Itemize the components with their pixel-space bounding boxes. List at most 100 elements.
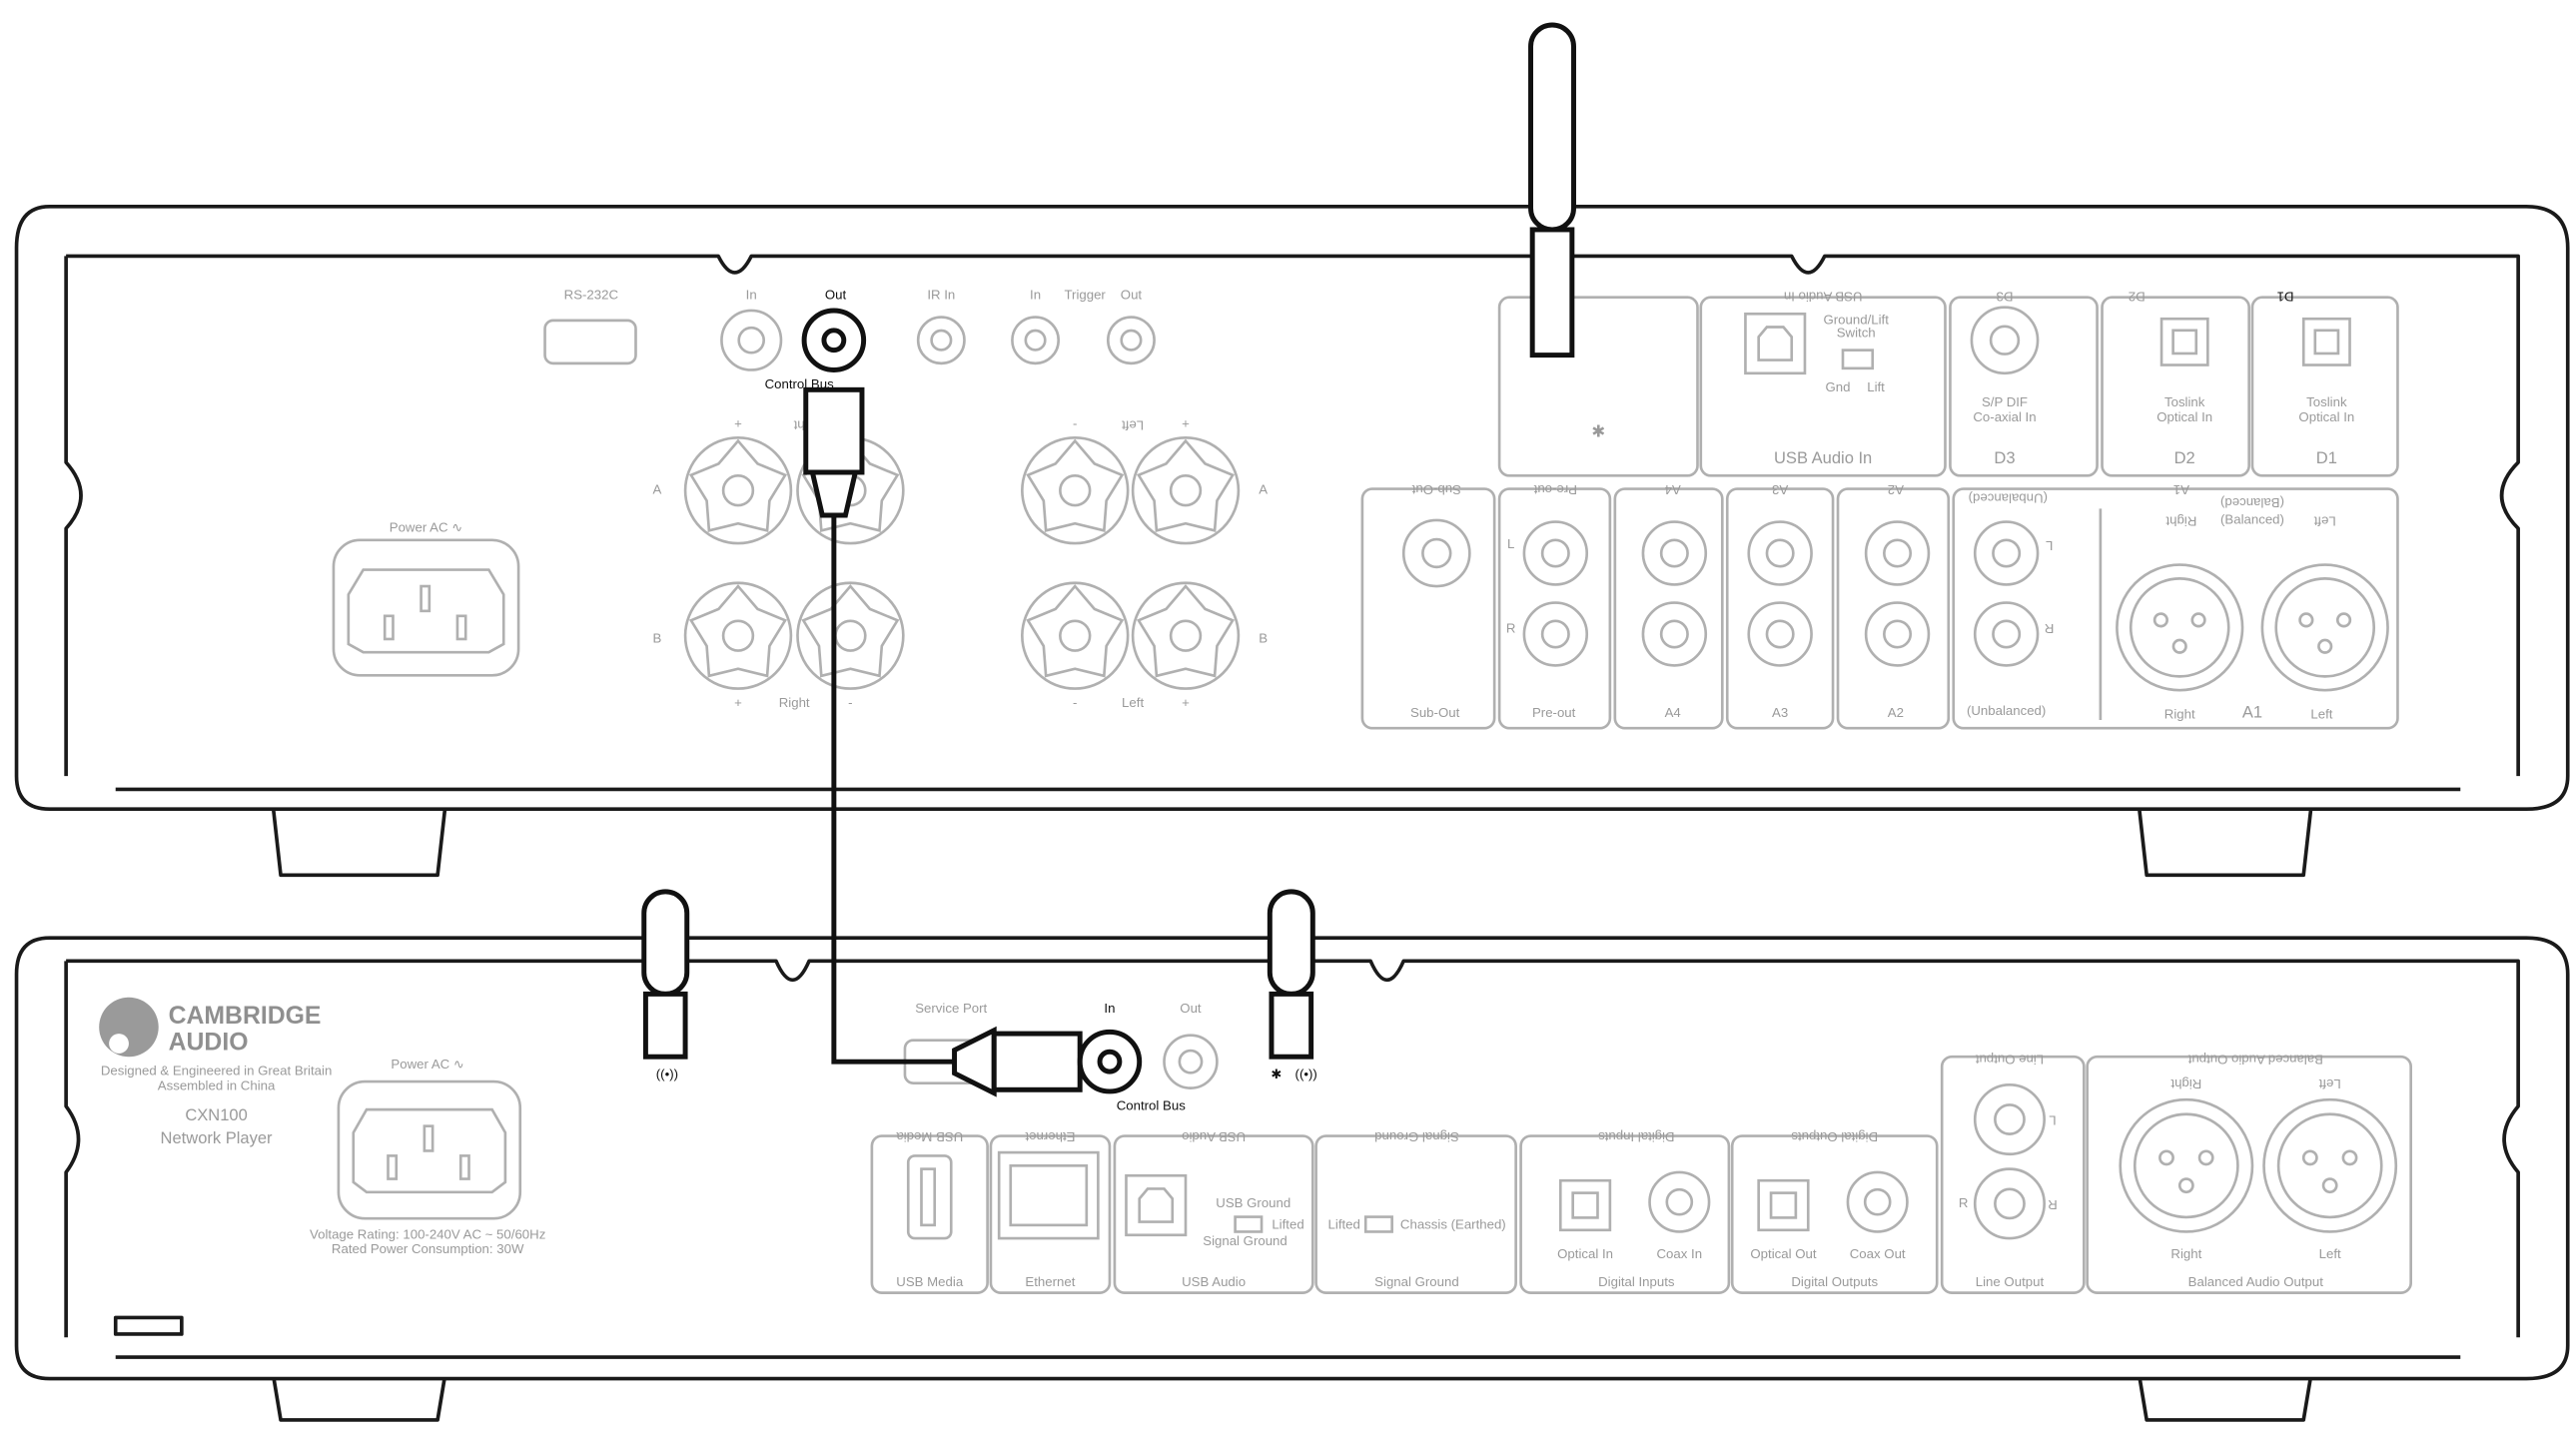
binding-post-hole	[721, 619, 755, 652]
binding-post-nut	[688, 584, 788, 678]
lift-label: Lift	[1867, 379, 1885, 394]
xlr-outer	[2260, 563, 2389, 692]
ir-in-jack[interactable]	[916, 316, 966, 365]
usb-media-port[interactable]	[906, 1154, 953, 1240]
rca-pin	[1421, 537, 1452, 569]
usb-ground-switch[interactable]	[1234, 1215, 1264, 1233]
digital-outputs-header: Digital Outputs	[1791, 1129, 1878, 1144]
speaker-minus-label: -	[1073, 416, 1077, 431]
ethernet-jack	[997, 1150, 1100, 1240]
binding-post-nut	[688, 438, 788, 532]
rca-jack-right[interactable]	[1973, 601, 2040, 667]
control-bus-in-jack[interactable]	[720, 309, 783, 371]
wifi-antenna-left[interactable]	[641, 889, 690, 1060]
a2-section	[1836, 487, 1951, 730]
coax-in-jack[interactable]	[1648, 1170, 1711, 1233]
usb-audio-in-port[interactable]	[1744, 312, 1807, 375]
d2-optical-input[interactable]	[2159, 317, 2209, 366]
optical-out-port[interactable]	[1757, 1178, 1810, 1232]
amp-power-inlet[interactable]	[332, 538, 520, 677]
trigger-label: Trigger	[1064, 288, 1106, 303]
trigger-out-jack[interactable]	[1106, 316, 1156, 365]
ethernet-socket	[1009, 1164, 1089, 1227]
optical-in-port[interactable]	[1558, 1178, 1612, 1232]
a4-header: A4	[1665, 482, 1681, 497]
xlr-pin	[2197, 1149, 2214, 1166]
power-consumption: Rated Power Consumption: 30W	[332, 1241, 524, 1256]
ground-lift-switch[interactable]	[1841, 349, 1875, 370]
line-output-header: Line Output	[1975, 1052, 2044, 1067]
toslink-port	[1558, 1178, 1612, 1232]
rca-jack-right[interactable]	[1864, 601, 1931, 667]
xlr-pin	[2298, 612, 2314, 628]
player-control-bus-in-jack[interactable]	[1077, 1029, 1143, 1094]
ground-lift-title: Ground/Lift	[1823, 312, 1889, 327]
speaker-minus-label: -	[1073, 695, 1077, 710]
rca-jack-left[interactable]	[1522, 520, 1589, 586]
wifi-antenna-right[interactable]	[1267, 889, 1315, 1060]
a2-label: A2	[1888, 705, 1904, 720]
rca-jack-right[interactable]	[1641, 601, 1708, 667]
speaker-binding-post[interactable]	[683, 581, 793, 690]
rca-jack-left[interactable]	[1973, 520, 2040, 586]
d1-section	[2250, 296, 2399, 477]
rca-outer-ring	[1864, 601, 1931, 667]
usb-media-section	[870, 1134, 989, 1294]
ethernet-port[interactable]	[997, 1150, 1100, 1240]
binding-post-hole	[1169, 473, 1203, 507]
speaker-binding-post[interactable]	[796, 581, 905, 690]
binding-post-hole	[1059, 619, 1092, 652]
d2-section	[2101, 296, 2250, 477]
d1-optical-input[interactable]	[2301, 317, 2351, 366]
rca-jack-left[interactable]	[1641, 520, 1708, 586]
usb-audio-port[interactable]	[1125, 1173, 1188, 1237]
signal-ground-switch[interactable]	[1363, 1215, 1393, 1233]
toslink-shutter	[1769, 1191, 1798, 1219]
optical-in-label: Optical In	[1557, 1246, 1613, 1261]
rca-jack-left[interactable]	[1864, 520, 1931, 586]
balanced-xlr-right[interactable]	[2119, 1097, 2254, 1233]
signal-ground-label: Signal Ground	[1374, 1274, 1459, 1289]
balanced-xlr-left[interactable]	[2262, 1097, 2398, 1233]
speaker-binding-post[interactable]	[1021, 581, 1130, 690]
a1-xlr-right[interactable]	[2116, 563, 2244, 692]
line-output-right-jack[interactable]	[1973, 1167, 2046, 1240]
bluetooth-antenna[interactable]	[1528, 22, 1576, 358]
control-bus-cable[interactable]	[831, 514, 955, 1065]
rca-outer-ring	[1011, 316, 1061, 365]
rca-jack-left[interactable]	[1747, 520, 1813, 586]
a1-unbalanced-inverted: (Unbalanced)	[1969, 490, 2048, 505]
rca-jack-right[interactable]	[1747, 601, 1813, 667]
line-output-l: L	[2049, 1113, 2056, 1128]
speaker-left-label-inverted: Left	[1122, 418, 1144, 433]
player-control-bus-out-jack[interactable]	[1163, 1034, 1219, 1089]
d3-coaxial-input[interactable]	[1970, 306, 2040, 375]
coax-out-jack[interactable]	[1846, 1170, 1909, 1233]
pre-out-l: L	[1507, 536, 1514, 551]
a1-xlr-left[interactable]	[2260, 563, 2389, 692]
rs232-port[interactable]	[543, 319, 637, 365]
usb-media-label: USB Media	[896, 1274, 964, 1289]
trigger-in-jack[interactable]	[1011, 316, 1061, 365]
rca-pin	[1863, 1187, 1892, 1216]
speaker-binding-post[interactable]	[683, 435, 793, 545]
usb-b-socket	[1138, 1187, 1175, 1223]
speaker-binding-post[interactable]	[1131, 581, 1241, 690]
sub-out-jack[interactable]	[1401, 518, 1471, 588]
wifi-icon: ((•))	[656, 1067, 678, 1081]
brand-logo-icon	[99, 997, 159, 1058]
a1-header: A1	[2173, 482, 2189, 497]
a4-section	[1613, 487, 1724, 730]
speaker-b-label: B	[1259, 630, 1268, 645]
player-control-bus-label: Control Bus	[1117, 1097, 1186, 1112]
rca-outer-ring	[720, 309, 783, 371]
control-bus-out-jack[interactable]	[801, 308, 867, 372]
player-power-inlet[interactable]	[337, 1079, 522, 1220]
speaker-binding-post[interactable]	[1131, 435, 1241, 545]
usb-audio-header: USB Audio	[1182, 1129, 1246, 1144]
line-output-left-jack[interactable]	[1973, 1082, 2046, 1156]
speaker-b-label: B	[653, 630, 662, 645]
rca-jack-right[interactable]	[1522, 601, 1589, 667]
rca-outer-ring	[1648, 1170, 1711, 1233]
speaker-binding-post[interactable]	[1021, 435, 1130, 545]
